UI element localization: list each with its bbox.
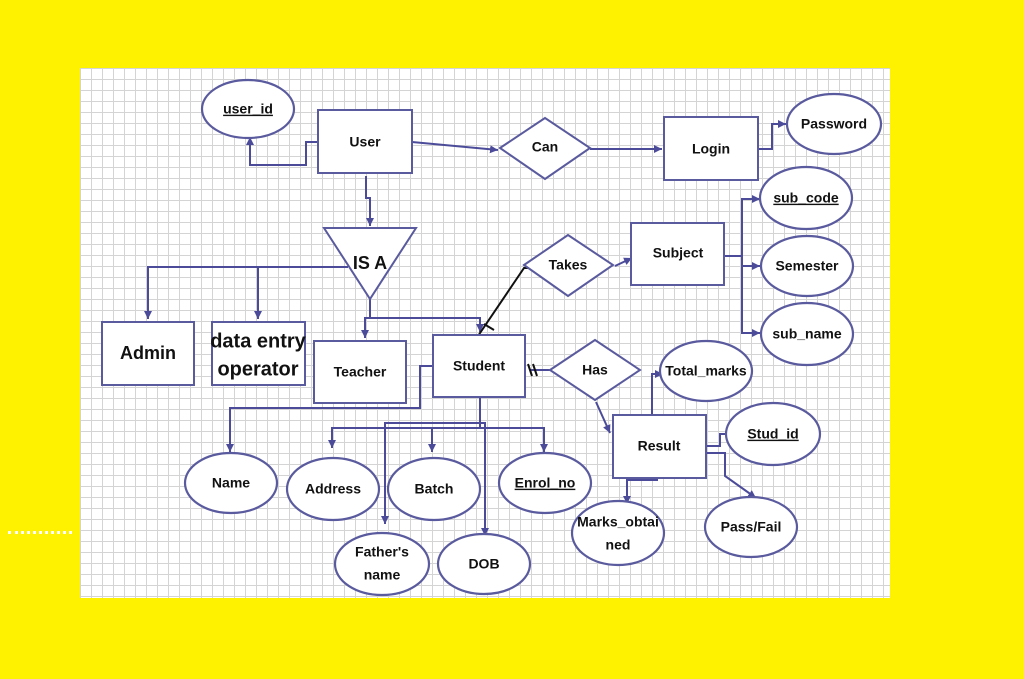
attr-name[interactable]: Name: [183, 451, 279, 515]
svg-text:Login: Login: [692, 141, 730, 157]
attr-stud-id[interactable]: Stud_id: [724, 401, 822, 467]
attr-semester[interactable]: Semester: [759, 234, 855, 298]
svg-text:Subject: Subject: [653, 245, 704, 261]
svg-text:Semester: Semester: [775, 258, 839, 274]
svg-text:DOB: DOB: [468, 556, 499, 572]
svg-text:Name: Name: [212, 475, 250, 491]
svg-text:name: name: [364, 567, 401, 583]
relationship-can[interactable]: Can: [498, 116, 592, 181]
entity-result[interactable]: Result: [612, 414, 707, 479]
svg-text:Takes: Takes: [549, 257, 588, 273]
svg-text:Can: Can: [532, 139, 558, 155]
attr-fathers-name[interactable]: Father's name: [333, 531, 431, 597]
entity-admin[interactable]: Admin: [101, 321, 195, 386]
svg-text:user_id: user_id: [223, 101, 273, 117]
attr-sub-code[interactable]: sub_code: [758, 165, 854, 231]
attr-address[interactable]: Address: [285, 456, 381, 522]
svg-text:sub_code: sub_code: [773, 190, 839, 206]
relationship-has[interactable]: Has: [548, 338, 642, 402]
svg-text:Pass/Fail: Pass/Fail: [721, 519, 782, 535]
relationship-takes[interactable]: Takes: [522, 233, 615, 298]
entity-teacher[interactable]: Teacher: [313, 340, 407, 404]
er-diagram: User Login Subject Admin data entry oper…: [101, 78, 883, 597]
entity-user[interactable]: User: [317, 109, 413, 174]
svg-text:Teacher: Teacher: [334, 364, 387, 380]
svg-text:Batch: Batch: [415, 481, 454, 497]
svg-text:IS A: IS A: [353, 253, 387, 273]
dotted-mark: [8, 531, 72, 538]
entity-login[interactable]: Login: [663, 116, 759, 181]
entity-subject[interactable]: Subject: [630, 222, 725, 286]
entity-data-entry-operator[interactable]: data entry operator: [210, 321, 307, 386]
svg-text:Father's: Father's: [355, 544, 409, 560]
attr-total-marks[interactable]: Total_marks: [658, 339, 754, 403]
attr-user-id[interactable]: user_id: [200, 78, 296, 140]
svg-text:Stud_id: Stud_id: [747, 426, 798, 442]
svg-text:User: User: [349, 134, 381, 150]
svg-text:Password: Password: [801, 116, 867, 132]
attr-dob[interactable]: DOB: [436, 532, 532, 596]
svg-text:Result: Result: [638, 438, 681, 454]
svg-text:Marks_obtai: Marks_obtai: [577, 514, 659, 530]
er-diagram-canvas: User Login Subject Admin data entry oper…: [80, 68, 890, 598]
attr-pass-fail[interactable]: Pass/Fail: [703, 495, 799, 559]
svg-text:Total_marks: Total_marks: [665, 363, 747, 379]
svg-text:Student: Student: [453, 358, 505, 374]
entity-student[interactable]: Student: [432, 334, 526, 398]
svg-text:Admin: Admin: [120, 343, 176, 363]
svg-text:Has: Has: [582, 362, 608, 378]
attr-sub-name[interactable]: sub_name: [759, 301, 855, 367]
relationship-isa[interactable]: IS A: [322, 227, 418, 301]
connectors: [144, 120, 786, 536]
svg-text:ned: ned: [606, 537, 631, 553]
svg-text:operator: operator: [217, 358, 298, 380]
attr-password[interactable]: Password: [785, 92, 883, 156]
attr-batch[interactable]: Batch: [386, 456, 482, 522]
svg-text:data entry: data entry: [210, 330, 306, 352]
svg-text:Enrol_no: Enrol_no: [515, 475, 576, 491]
svg-text:sub_name: sub_name: [772, 326, 841, 342]
svg-text:Address: Address: [305, 481, 361, 497]
attr-marks-obtained[interactable]: Marks_obtai ned: [570, 499, 666, 567]
attr-enrol-no[interactable]: Enrol_no: [497, 451, 593, 515]
